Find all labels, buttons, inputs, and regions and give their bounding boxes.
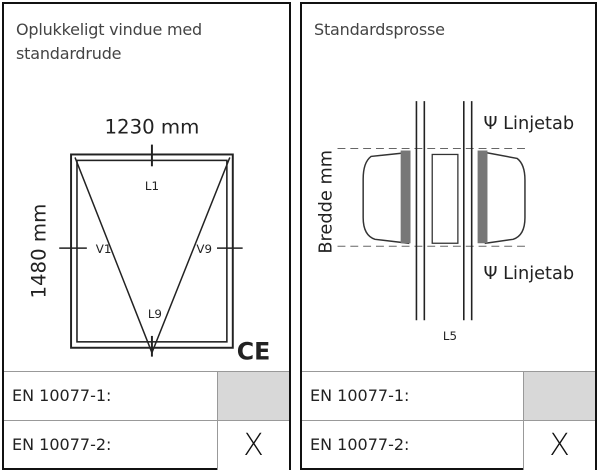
spacer-left [400,150,411,244]
panel-title: Standardsprosse [314,20,445,39]
glazing-bar-panel: Standardsprosse Bredde mm Ψ Linje [300,2,597,470]
standard-label: EN 10077-2: [12,435,112,454]
label-top: L1 [145,179,159,193]
standard-check-cell: X [217,421,289,470]
sprosse-core [431,153,459,244]
standard-row: EN 10077-1: [4,371,289,421]
standard-check-cell [217,372,289,421]
ce-mark: CE [237,338,271,366]
opening-line-left [74,157,153,353]
standard-label: EN 10077-1: [12,386,112,405]
standard-check-cell [523,372,595,421]
width-dimension: 1230 mm [104,116,199,139]
standard-row: EN 10077-1: [302,371,595,421]
psi-label-bottom: Ψ Linjetab [484,264,575,284]
spacer-right [477,150,488,244]
glazing-bar-drawing: Bredde mm Ψ Linjetab Ψ Linjetab L5 [317,101,575,343]
opening-line-right [151,157,231,353]
bead-profile-left [362,151,410,245]
label-left: V1 [96,242,112,256]
window-drawing: 1230 mm 1480 mm L1 V1 V9 L9 CE [27,116,271,366]
window-panel: Oplukkeligt vindue med standardrude 1230… [2,2,291,470]
label-bottom: L9 [148,307,162,321]
window-diagram: 1230 mm 1480 mm L1 V1 V9 L9 CE [4,4,289,372]
psi-label-top: Ψ Linjetab [484,114,575,134]
standard-label: EN 10077-2: [310,435,410,454]
height-dimension: 1480 mm [27,204,50,299]
label-bottom: L5 [443,329,457,343]
standard-row: EN 10077-2: X [302,420,595,470]
glazing-bar-diagram: Bredde mm Ψ Linjetab Ψ Linjetab L5 [302,4,595,372]
standard-row: EN 10077-2: X [4,420,289,470]
width-axis-label: Bredde mm [317,150,337,254]
bead-profile-right [484,151,526,245]
standard-check-cell: X [523,421,595,470]
label-right: V9 [196,242,212,256]
panel-title: Oplukkeligt vindue med standardrude [16,20,203,63]
standard-label: EN 10077-1: [310,386,410,405]
